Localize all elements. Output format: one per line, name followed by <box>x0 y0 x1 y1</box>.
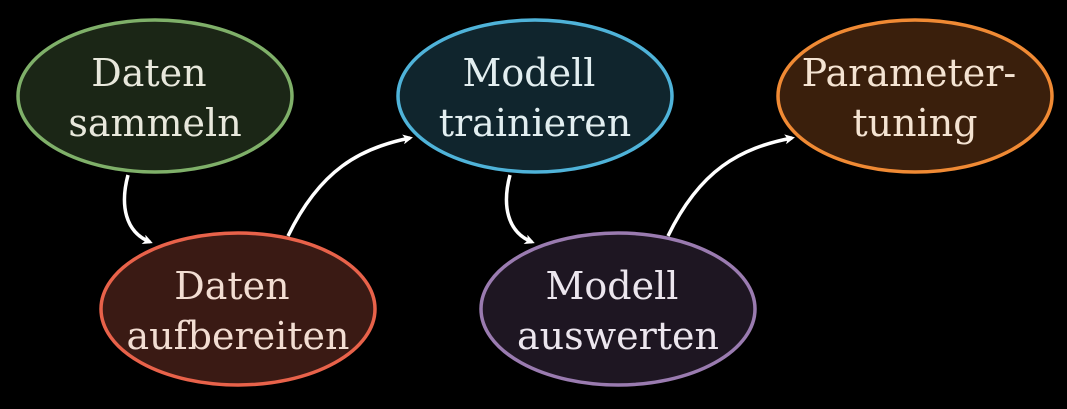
node-tune-line-2: tuning <box>852 101 977 145</box>
node-prepare-line-1: Daten <box>174 264 289 308</box>
node-prepare-label: Daten aufbereiten <box>126 264 349 358</box>
edge-collect-to-prepare <box>122 174 153 245</box>
node-tune-line-1: Parameter- <box>802 51 1017 95</box>
edge-prepare-to-train <box>286 134 413 237</box>
node-evaluate-shape <box>479 231 757 387</box>
node-evaluate-label: Modell auswerten <box>517 264 719 358</box>
node-prepare: Daten aufbereiten <box>99 231 377 387</box>
node-tune: Parameter- tuning <box>776 18 1054 174</box>
node-train-line-2: trainieren <box>439 101 632 145</box>
node-train-line-1: Modell <box>462 51 595 95</box>
node-collect-label: Daten sammeln <box>68 51 241 145</box>
edge-train-to-evaluate <box>504 174 535 245</box>
node-collect-shape <box>16 18 294 174</box>
node-tune-shape <box>776 18 1054 174</box>
node-tune-label: Parameter- tuning <box>802 51 1029 145</box>
node-train: Modell trainieren <box>396 18 674 174</box>
edges <box>122 134 795 245</box>
node-evaluate-line-2: auswerten <box>517 314 719 358</box>
node-evaluate-line-1: Modell <box>545 264 678 308</box>
node-collect-line-1: Daten <box>91 51 206 95</box>
node-prepare-shape <box>99 231 377 387</box>
node-collect-line-2: sammeln <box>68 101 241 145</box>
node-train-label: Modell trainieren <box>439 51 632 145</box>
node-collect: Daten sammeln <box>16 18 294 174</box>
node-evaluate: Modell auswerten <box>479 231 757 387</box>
edge-evaluate-to-tune <box>666 134 795 237</box>
node-train-shape <box>396 18 674 174</box>
node-prepare-line-2: aufbereiten <box>126 314 349 358</box>
